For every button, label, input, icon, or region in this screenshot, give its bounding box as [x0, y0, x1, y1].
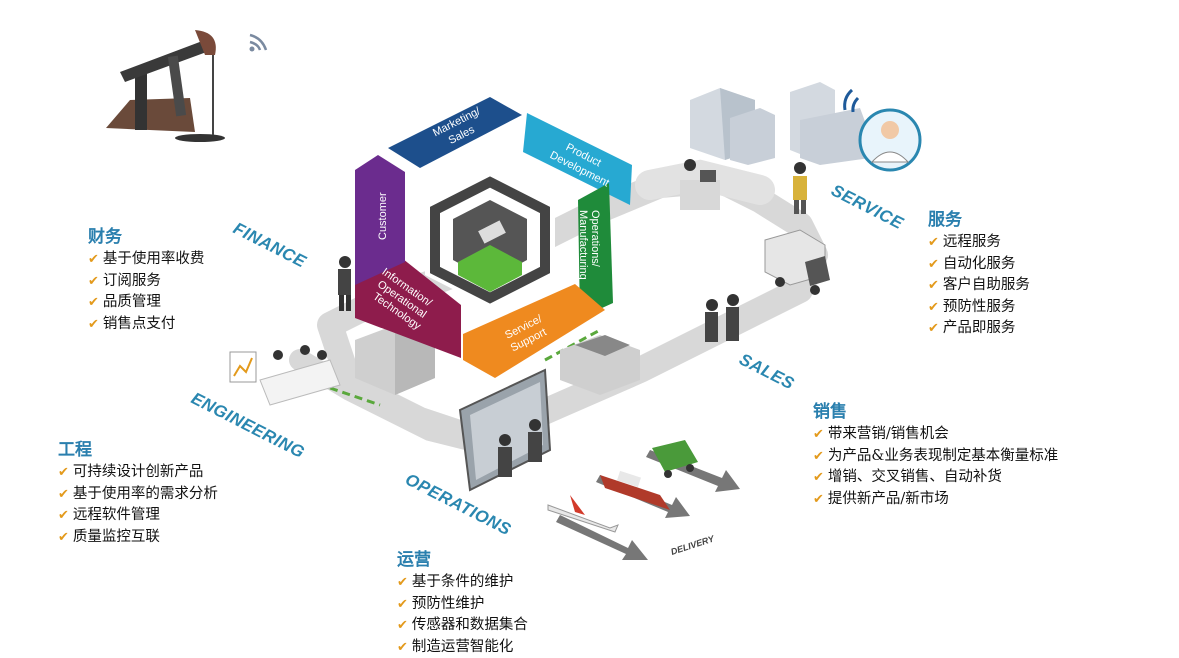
check-icon: ✔: [397, 618, 408, 633]
check-icon: ✔: [813, 449, 824, 464]
list-item: ✔增销、交叉销售、自动补货: [813, 467, 1058, 489]
check-icon: ✔: [88, 317, 99, 332]
map-tablet-icon: [460, 370, 550, 490]
list-item: ✔为产品&业务表现制定基本衡量标准: [813, 446, 1058, 468]
list-item: ✔基于使用率收费: [88, 249, 204, 271]
service-block: 服务 ✔远程服务 ✔自动化服务 ✔客户自助服务 ✔预防性服务 ✔产品即服务: [928, 205, 1030, 340]
list-item: ✔自动化服务: [928, 254, 1030, 276]
check-icon: ✔: [813, 470, 824, 485]
label-delivery: DELIVERY: [670, 533, 717, 557]
list-item: ✔带来营销/销售机会: [813, 424, 1058, 446]
list-item: ✔传感器和数据集合: [397, 615, 528, 637]
label-finance: FINANCE: [230, 219, 309, 272]
oil-pump-icon: [106, 30, 225, 142]
label-service: SERVICE: [828, 181, 906, 233]
list-item: ✔基于使用率的需求分析: [58, 484, 218, 506]
check-icon: ✔: [88, 252, 99, 267]
wifi-icon: [250, 35, 267, 52]
engineering-block: 工程 ✔可持续设计创新产品 ✔基于使用率的需求分析 ✔远程软件管理 ✔质量监控互…: [58, 435, 218, 548]
wifi-signal-icon: [845, 90, 858, 112]
check-icon: ✔: [58, 530, 69, 545]
office-buildings-icon: [690, 82, 870, 165]
finance-person-icon: [338, 256, 351, 311]
check-icon: ✔: [928, 300, 939, 315]
list-item: ✔产品即服务: [928, 318, 1030, 340]
hex-customer-line1: Customer: [377, 192, 389, 240]
list-item: ✔预防性维护: [397, 594, 528, 616]
sales-block: 销售 ✔带来营销/销售机会 ✔为产品&业务表现制定基本衡量标准 ✔增销、交叉销售…: [813, 397, 1058, 510]
operations-title: 运营: [397, 545, 528, 570]
list-item: ✔订阅服务: [88, 271, 204, 293]
engineering-title: 工程: [58, 435, 218, 460]
label-sales: SALES: [736, 350, 797, 394]
list-item: ✔制造运营智能化: [397, 637, 528, 658]
check-icon: ✔: [928, 321, 939, 336]
list-item: ✔提供新产品/新市场: [813, 489, 1058, 511]
list-item: ✔基于条件的维护: [397, 572, 528, 594]
check-icon: ✔: [58, 465, 69, 480]
check-icon: ✔: [88, 274, 99, 289]
list-item: ✔品质管理: [88, 292, 204, 314]
operations-block: 运营 ✔基于条件的维护 ✔预防性维护 ✔传感器和数据集合 ✔制造运营智能化: [397, 545, 528, 658]
check-icon: ✔: [928, 257, 939, 272]
engineering-meeting-icon: [230, 345, 340, 405]
delivery-worker-icon: [793, 162, 807, 214]
label-operations: OPERATIONS: [402, 470, 514, 540]
check-icon: ✔: [397, 597, 408, 612]
service-title: 服务: [928, 205, 1030, 230]
list-item: ✔可持续设计创新产品: [58, 462, 218, 484]
check-icon: ✔: [928, 235, 939, 250]
list-item: ✔销售点支付: [88, 314, 204, 336]
hex-operations-line1: Operations/: [589, 210, 601, 268]
check-icon: ✔: [928, 278, 939, 293]
check-icon: ✔: [397, 640, 408, 655]
ship-icon: [600, 471, 670, 510]
list-item: ✔预防性服务: [928, 297, 1030, 319]
sales-title: 销售: [813, 397, 1058, 422]
check-icon: ✔: [58, 508, 69, 523]
list-item: ✔客户自助服务: [928, 275, 1030, 297]
check-icon: ✔: [397, 575, 408, 590]
check-icon: ✔: [813, 427, 824, 442]
check-icon: ✔: [88, 295, 99, 310]
finance-block: 财务 ✔基于使用率收费 ✔订阅服务 ✔品质管理 ✔销售点支付: [88, 222, 204, 335]
list-item: ✔远程服务: [928, 232, 1030, 254]
support-agent-icon: [860, 110, 920, 170]
list-item: ✔质量监控互联: [58, 527, 218, 549]
list-item: ✔远程软件管理: [58, 505, 218, 527]
hex-operations-line2: Manufacturing: [577, 210, 589, 280]
finance-title: 财务: [88, 222, 204, 247]
check-icon: ✔: [813, 492, 824, 507]
check-icon: ✔: [58, 487, 69, 502]
